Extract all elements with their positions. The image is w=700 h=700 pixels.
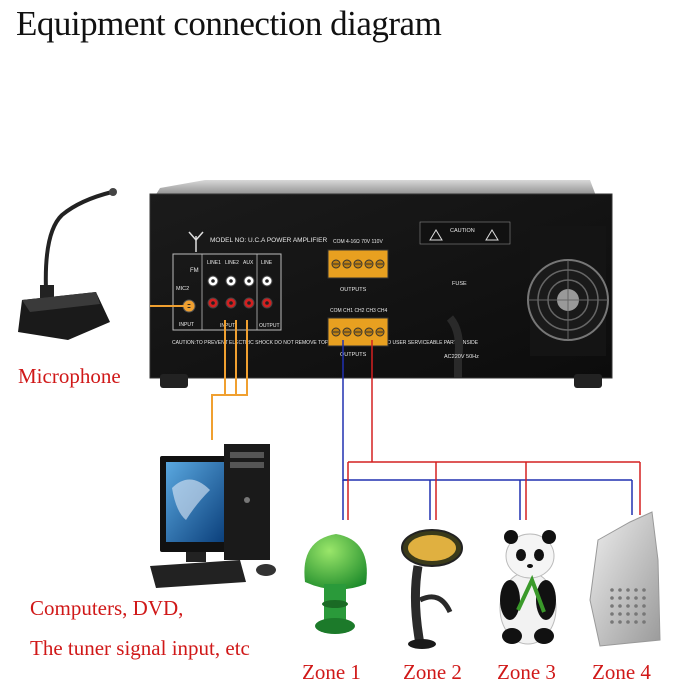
fm-antenna-icon: [188, 231, 204, 252]
input-header-label: AUX: [243, 260, 254, 266]
voltage-header: COM 4-16Ω 70V 110V: [333, 239, 383, 245]
microphone-icon: [18, 188, 117, 340]
channel-screws: [331, 327, 385, 337]
voltage-outputs-label: OUTPUTS: [340, 287, 367, 293]
panda-speaker-icon: [499, 530, 557, 645]
output-label: OUTPUT: [259, 323, 280, 329]
voltage-screws: [331, 259, 385, 269]
fuse-label: FUSE: [452, 281, 467, 287]
mic-label: MIC2: [176, 286, 189, 292]
power-amplifier: FM MODEL NO: U.C.A POWER AMPLIFIER MIC2 …: [149, 180, 613, 388]
zone-label-3: Zone 3: [497, 660, 556, 684]
sources-label-line2: The tuner signal input, etc: [30, 636, 250, 660]
ac-label: AC220V 50Hz: [444, 354, 479, 360]
wiring: [150, 305, 641, 520]
warning-icon: [485, 229, 499, 241]
channel-outputs-label: OUTPUTS: [340, 352, 367, 358]
input-header-label: LINE2: [225, 260, 239, 266]
fm-label: FM: [190, 268, 199, 274]
input-header: LINE1 LINE2 AUX LINE: [207, 260, 273, 266]
power-cord: [446, 315, 463, 378]
microphone-label: Microphone: [18, 364, 121, 388]
zone-label-1: Zone 1: [302, 660, 361, 684]
page-title: Equipment connection diagram: [16, 4, 442, 43]
warning-icon: [429, 229, 443, 241]
channel-header: COM CH1 CH2 CH3 CH4: [330, 308, 387, 314]
sign-speaker-icon: [401, 529, 463, 649]
cooling-fan-icon: [527, 226, 609, 356]
caution-title: CAUTION: [450, 228, 475, 234]
rock-speaker-icon: [589, 511, 661, 647]
input-header-label: LINE1: [207, 260, 221, 266]
zone-label-2: Zone 2: [403, 660, 462, 684]
zone-label-4: Zone 4: [592, 660, 651, 684]
model-label: MODEL NO: U.C.A POWER AMPLIFIER: [210, 237, 327, 244]
input-label: INPUT: [220, 323, 235, 329]
rca-jacks: [207, 275, 273, 309]
mushroom-speaker-icon: [304, 534, 367, 634]
caution-text: CAUTION:TO PREVENT ELECTRIC SHOCK DO NOT…: [172, 340, 479, 346]
sources-label-line1: Computers, DVD,: [30, 596, 184, 620]
input-header-label: LINE: [261, 260, 273, 266]
mic-input-label: INPUT: [179, 322, 194, 328]
computer-icon: [150, 444, 276, 588]
